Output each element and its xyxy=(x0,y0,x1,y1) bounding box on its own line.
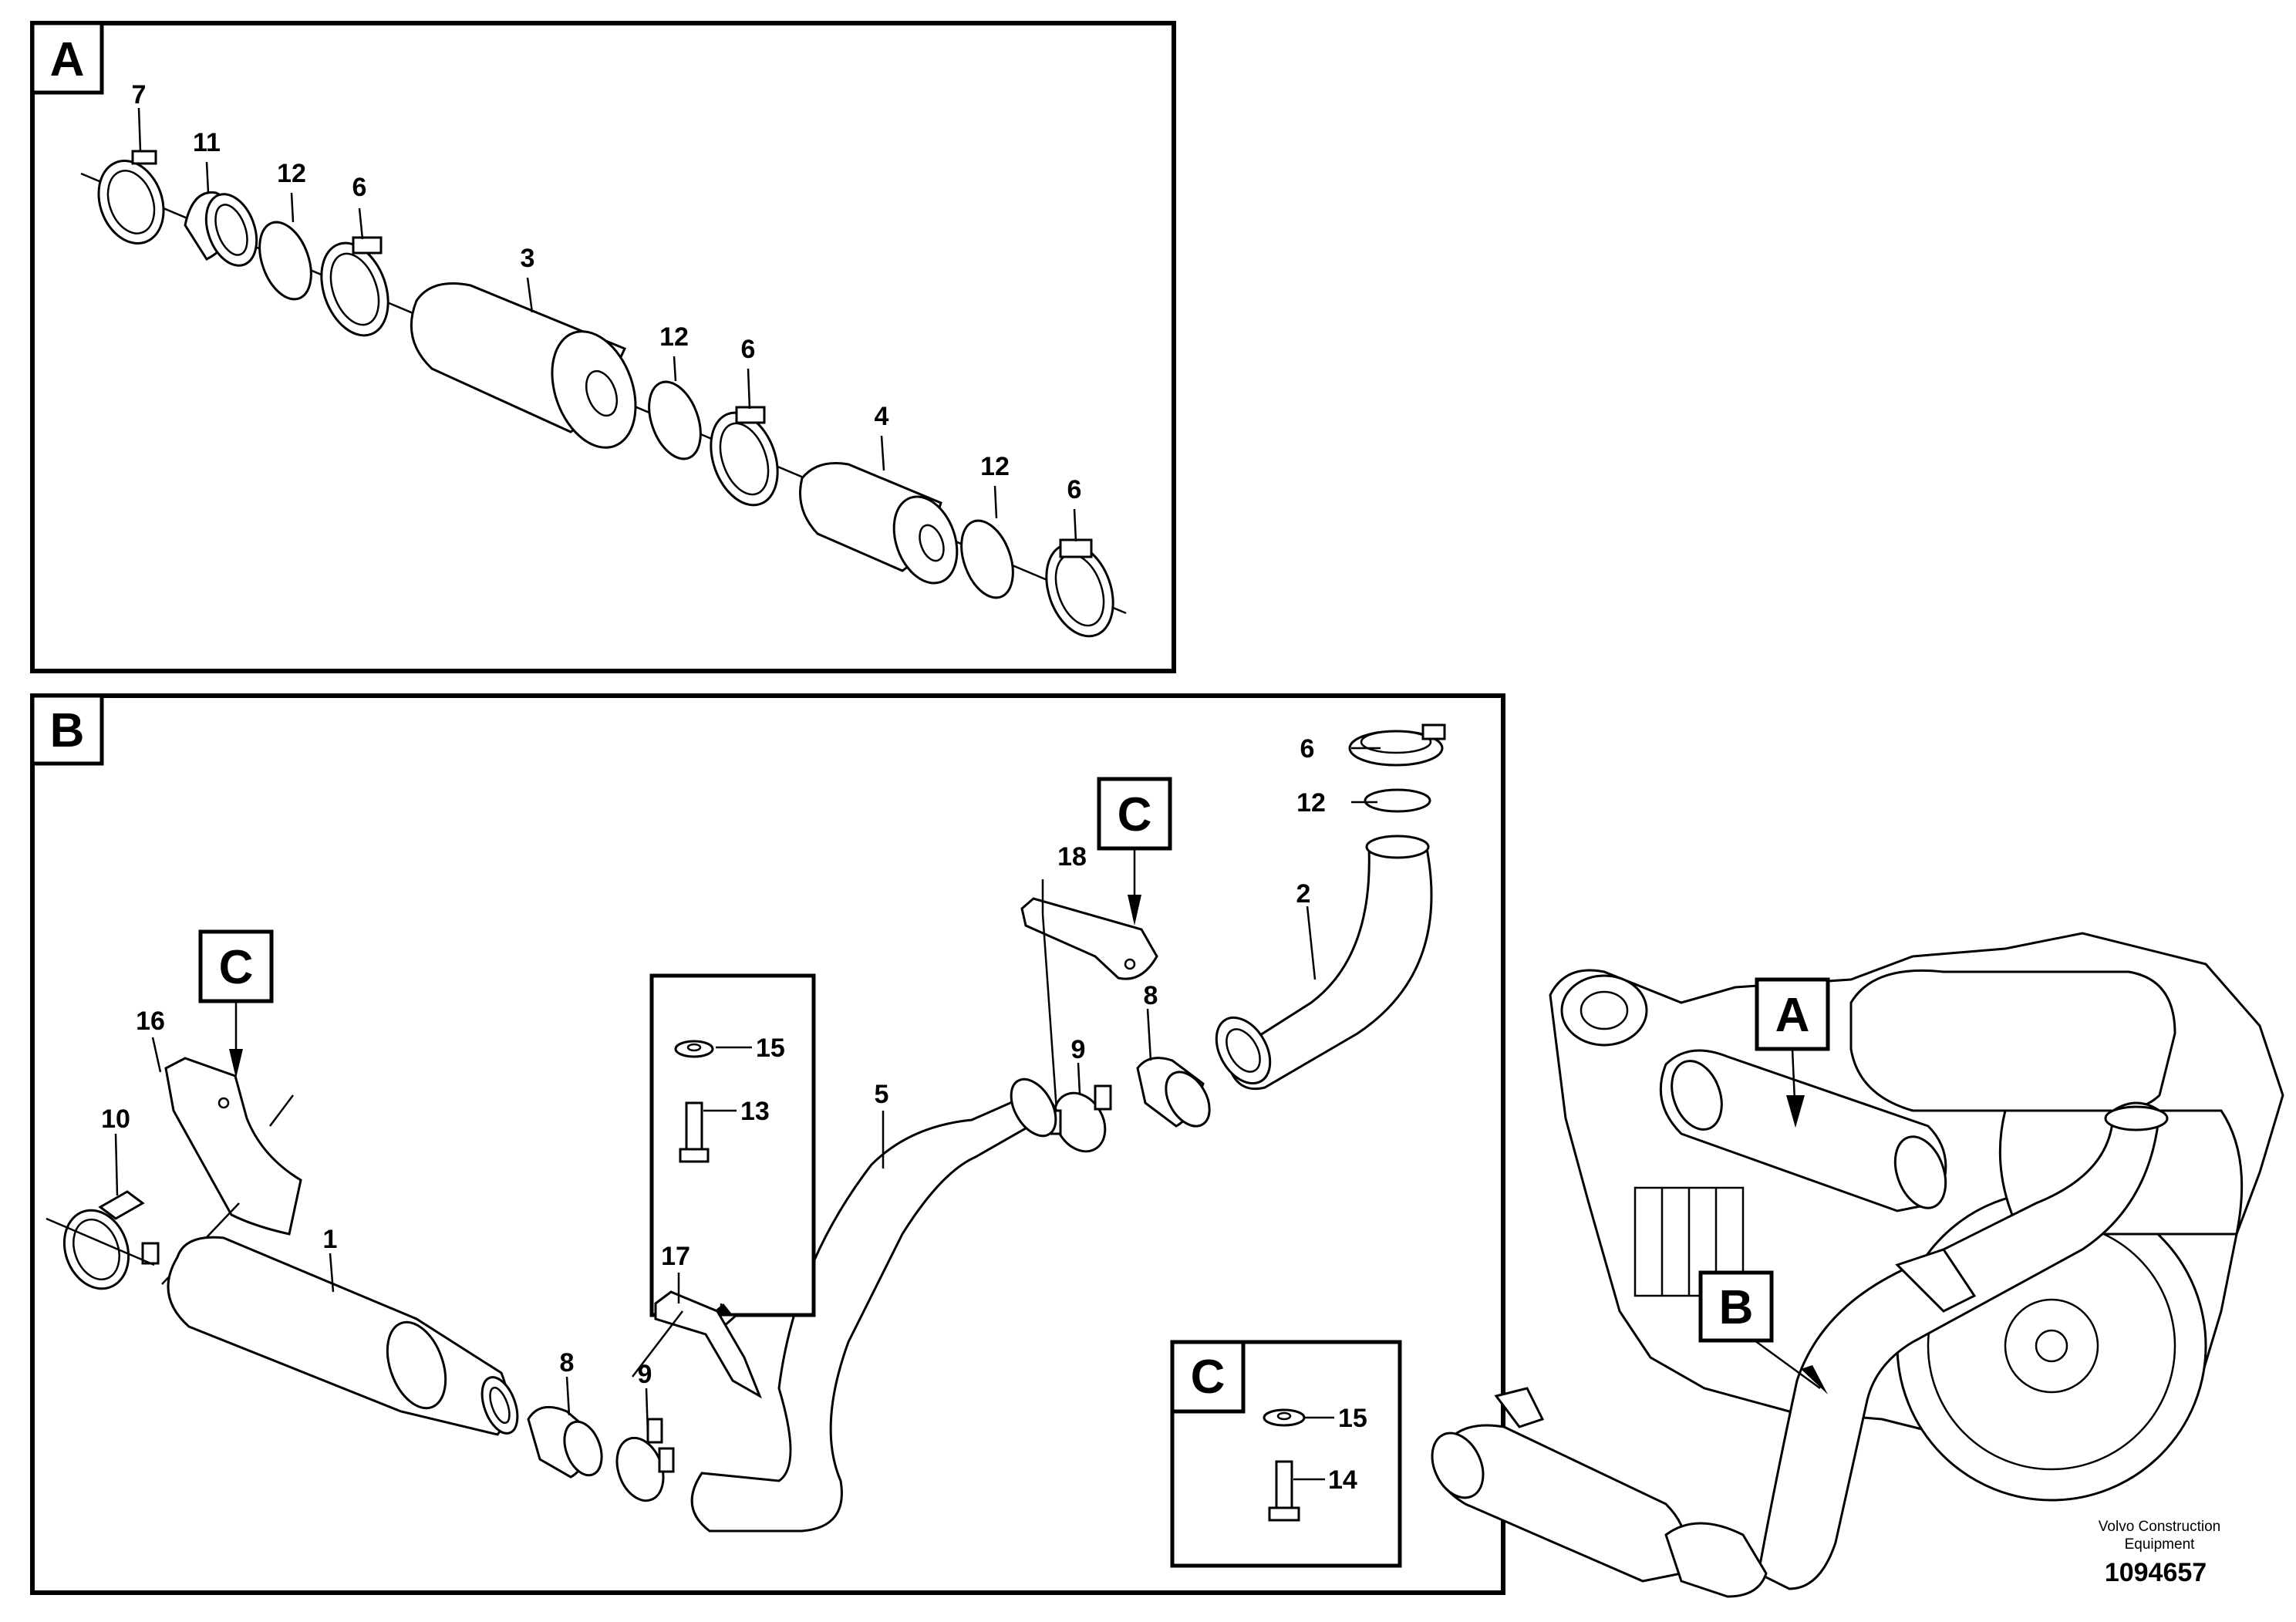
part-9-clamp-lower xyxy=(615,1418,675,1502)
part-2-pipe-elbow xyxy=(1215,835,1433,1091)
part-1-silencer-tail xyxy=(167,1236,519,1436)
callout-11: 11 xyxy=(193,128,221,157)
callout-7: 7 xyxy=(132,80,147,110)
callout-8-lower: 8 xyxy=(560,1348,575,1378)
callout-6: 6 xyxy=(352,173,367,202)
panel-b: B C xyxy=(30,693,1505,1595)
callout-15-c: 15 xyxy=(1338,1404,1367,1433)
part-12-ring-top xyxy=(1364,788,1431,813)
part-12-ring-3 xyxy=(960,519,1014,599)
panel-a: A xyxy=(30,21,1176,673)
callout-12-c: 12 xyxy=(980,452,1010,481)
callout-c-left: C xyxy=(219,941,254,994)
callout-2: 2 xyxy=(1296,879,1311,909)
callout-12-b: 12 xyxy=(659,322,689,352)
callout-13-detail: 13 xyxy=(740,1097,770,1126)
engine-label-a: A xyxy=(1775,989,1810,1042)
callout-6-b: 6 xyxy=(741,335,756,364)
panel-a-label: A xyxy=(50,33,85,86)
part-6-clamp-3 xyxy=(1045,538,1114,638)
callout-4: 4 xyxy=(875,402,889,431)
part-5-pipe-bend xyxy=(690,1077,1058,1533)
callout-5: 5 xyxy=(875,1080,889,1109)
part-17-bracket xyxy=(632,1273,762,1399)
brand-line-2: Equipment xyxy=(2125,1536,2196,1553)
document-number: 1094657 xyxy=(2105,1558,2207,1587)
brand-line-1: Volvo Construction xyxy=(2099,1519,2220,1535)
part-10-clamp xyxy=(46,1190,160,1290)
callout-18: 18 xyxy=(1057,842,1087,872)
part-12-ring xyxy=(258,221,312,301)
panel-b-label: B xyxy=(50,704,85,757)
callout-9-lower: 9 xyxy=(638,1360,652,1389)
callout-6-top: 6 xyxy=(1300,734,1315,764)
part-6-clamp-2 xyxy=(710,406,779,507)
part-7-clamp xyxy=(97,150,165,244)
part-6-clamp-top xyxy=(1348,723,1446,767)
callout-1: 1 xyxy=(323,1225,338,1254)
part-18-bracket xyxy=(1020,879,1158,1111)
part-8-sleeve-upper xyxy=(1136,1057,1211,1128)
callout-6-c: 6 xyxy=(1067,475,1082,504)
callout-10: 10 xyxy=(101,1104,130,1134)
part-6-clamp xyxy=(320,236,389,337)
part-3-silencer xyxy=(410,282,637,449)
detail-box-c-fasteners-14: C 15 14 xyxy=(1170,1340,1402,1568)
engine-overview-illustration: A B xyxy=(1431,932,2284,1598)
callout-14-c: 14 xyxy=(1328,1465,1357,1495)
part-12-ring-2 xyxy=(648,380,702,460)
callout-c-box-upper xyxy=(1097,777,1172,851)
callout-15-detail: 15 xyxy=(756,1034,785,1063)
callout-3: 3 xyxy=(521,244,535,273)
branding-block: Volvo Construction Equipment 1094657 xyxy=(2099,1519,2220,1587)
part-4-silencer xyxy=(799,461,959,585)
callout-8-upper: 8 xyxy=(1144,981,1158,1010)
detail-c-label: C xyxy=(1191,1351,1226,1404)
callout-12-top: 12 xyxy=(1296,788,1326,818)
callout-12: 12 xyxy=(277,159,306,188)
callout-9-upper: 9 xyxy=(1071,1035,1086,1064)
callout-16: 16 xyxy=(136,1007,165,1036)
part-8-sleeve-lower xyxy=(527,1405,603,1479)
part-16-bracket xyxy=(151,1037,302,1285)
part-11-sleeve xyxy=(184,191,258,267)
engine-label-b: B xyxy=(1719,1281,1754,1334)
detail-box-fasteners-13: 15 13 xyxy=(649,973,816,1342)
callout-c-upper: C xyxy=(1118,788,1152,841)
callout-17: 17 xyxy=(661,1242,690,1271)
